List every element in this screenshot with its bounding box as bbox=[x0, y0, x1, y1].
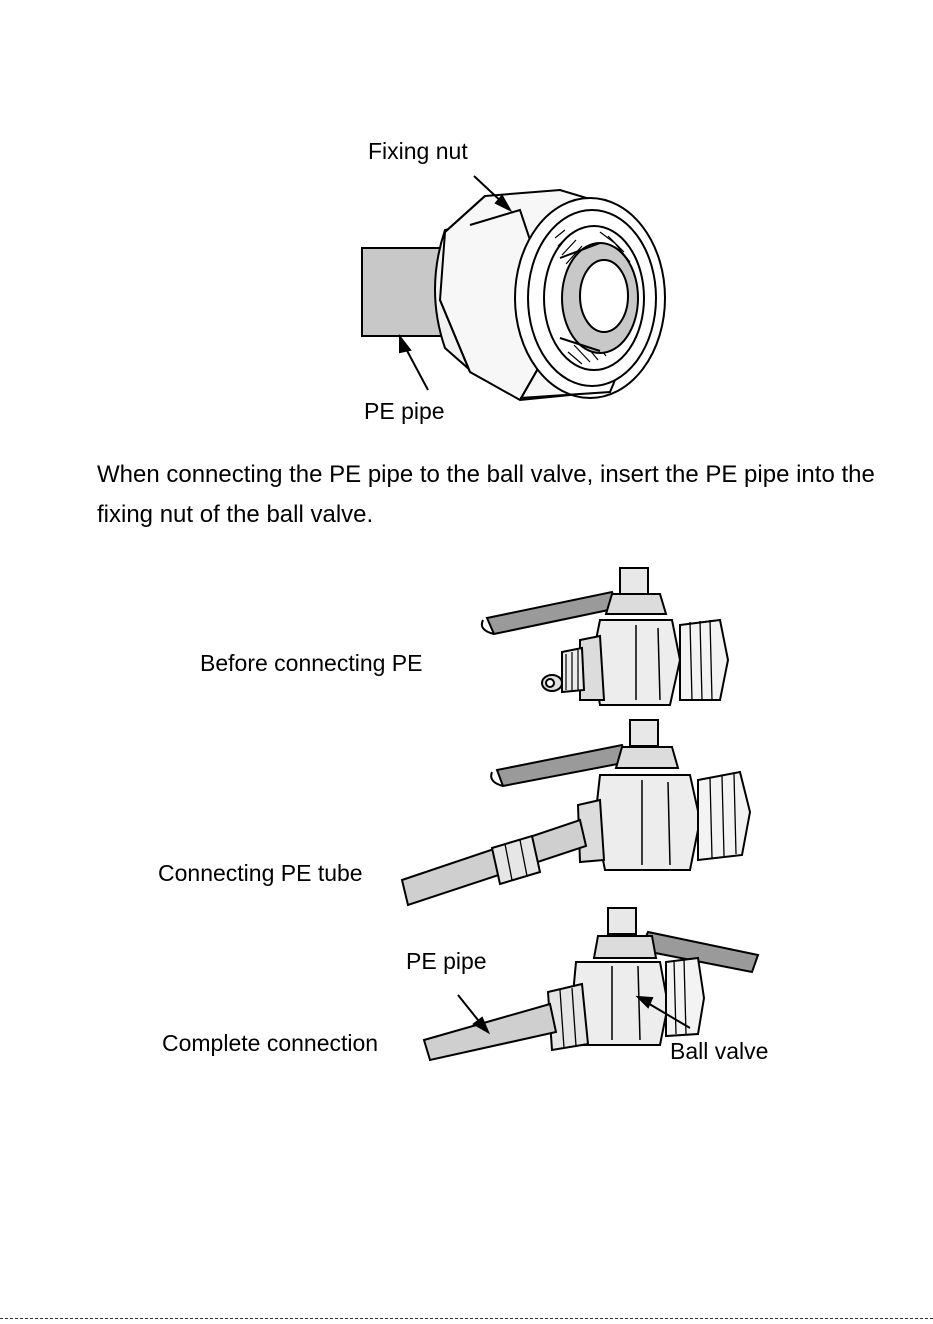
valve-stage-connecting bbox=[402, 720, 750, 905]
page-bottom-rule bbox=[0, 1318, 933, 1319]
valve-stage-before bbox=[482, 568, 728, 705]
valve-stage-complete bbox=[424, 908, 758, 1060]
